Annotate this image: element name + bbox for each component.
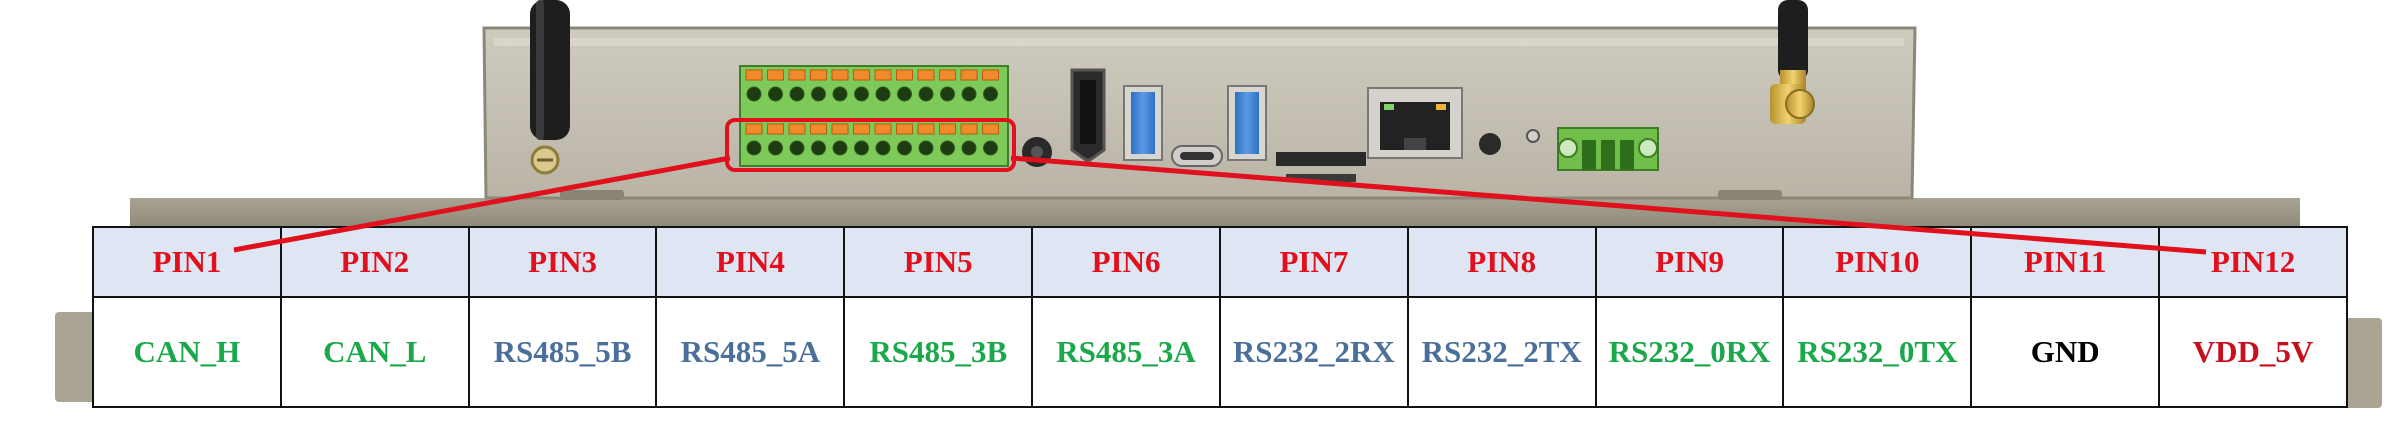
- pin-signal-4: RS485_5A: [655, 296, 846, 408]
- usb-c-port-icon: [1171, 145, 1223, 167]
- pin-signal-7: RS232_2RX: [1218, 296, 1409, 408]
- usb-port-icon: [1227, 85, 1267, 161]
- pin-signal-10: RS232_0TX: [1782, 296, 1973, 408]
- pin-label-6: PIN6: [1031, 226, 1221, 298]
- hdmi-port-icon: [1070, 68, 1106, 162]
- pin-signal-5: RS485_3B: [843, 296, 1034, 408]
- ethernet-port-icon: [1367, 87, 1463, 159]
- pin-signal-9: RS232_0RX: [1594, 296, 1785, 408]
- antenna-right-icon: [1770, 0, 1815, 124]
- pin-signal-6: RS485_3A: [1031, 296, 1221, 408]
- dc-jack-icon: [1022, 137, 1052, 167]
- pin-signal-2: CAN_L: [279, 296, 470, 408]
- pin-signal-8: RS232_2TX: [1406, 296, 1597, 408]
- pin-label-4: PIN4: [655, 226, 846, 298]
- reset-button-icon: [1479, 129, 1540, 155]
- pin-label-8: PIN8: [1406, 226, 1597, 298]
- usb-port-icon: [1123, 85, 1163, 161]
- pin-signal-12: VDD_5V: [2158, 296, 2348, 408]
- pin-signal-1: CAN_H: [92, 296, 282, 408]
- pin-label-11: PIN11: [1970, 226, 2161, 298]
- pin-label-10: PIN10: [1782, 226, 1973, 298]
- pin-label-5: PIN5: [843, 226, 1034, 298]
- terminal-block-icon: [739, 65, 1009, 167]
- power-terminal-icon: [1557, 127, 1659, 171]
- pin-label-3: PIN3: [467, 226, 658, 298]
- pin-signal-11: GND: [1970, 296, 2161, 408]
- pin-signal-3: RS485_5B: [467, 296, 658, 408]
- pin-label-1: PIN1: [92, 226, 282, 298]
- pin-label-2: PIN2: [279, 226, 470, 298]
- pin-label-12: PIN12: [2158, 226, 2348, 298]
- pin-label-9: PIN9: [1594, 226, 1785, 298]
- pin-label-7: PIN7: [1218, 226, 1409, 298]
